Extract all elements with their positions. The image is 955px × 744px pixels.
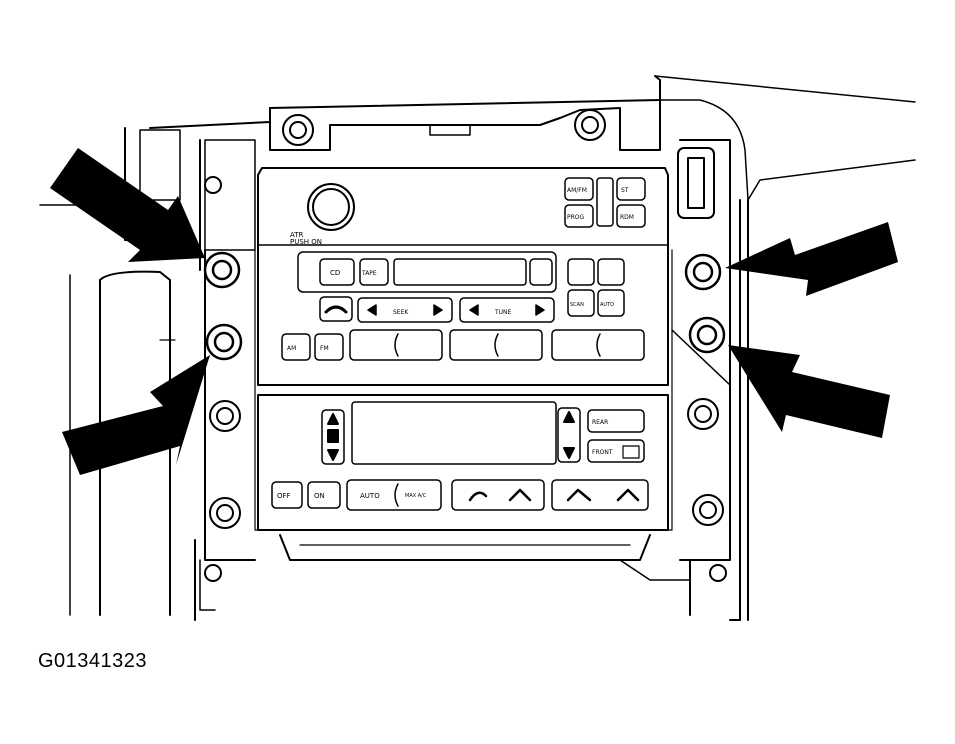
bracket-hole — [709, 564, 727, 582]
preset-row — [281, 329, 645, 361]
seek-label: SEEK — [393, 309, 409, 316]
screw-upper-right — [684, 253, 722, 291]
tune-label: TUNE — [494, 309, 512, 316]
knob-label-1: ATR — [290, 231, 304, 239]
arrow-upper-left — [50, 148, 205, 262]
mode-buttons — [564, 177, 646, 228]
mode-label-amfm: AM/FM — [567, 187, 587, 194]
figure-id-label: G01341323 — [38, 650, 148, 672]
screw-left-climate — [209, 400, 241, 432]
climate-control-unit — [257, 394, 669, 531]
scan-label: SCAN — [570, 302, 584, 308]
seek-tune-row — [319, 296, 555, 323]
arrow-lower-left — [62, 355, 210, 475]
climate-max-label: MAX A/C — [405, 493, 427, 499]
climate-rear-label: REAR — [592, 419, 608, 426]
dashboard-outline — [39, 75, 916, 621]
auto-label: AUTO — [600, 302, 614, 308]
bracket-bolt — [282, 114, 314, 146]
mode-label-st: ST — [621, 187, 629, 194]
screw-left-bottom — [209, 497, 241, 529]
climate-off-label: OFF — [277, 492, 291, 500]
screw-lower-left — [205, 323, 243, 361]
radio-display-row — [297, 251, 625, 317]
radio-labels: ATR PUSH ON AM/FM ST PROG RDM CD TAPE SE… — [277, 187, 634, 500]
screw-right-bottom — [692, 494, 724, 526]
climate-on-label: ON — [314, 492, 325, 500]
bracket-bolt — [574, 109, 606, 141]
mode-label-rdm: RDM — [620, 214, 634, 221]
mounting-bracket — [204, 99, 731, 561]
screw-lower-right — [688, 316, 726, 354]
climate-front-label: FRONT — [592, 449, 613, 456]
tape-label: TAPE — [361, 270, 377, 277]
cd-label: CD — [330, 269, 340, 277]
am-label: AM — [287, 345, 296, 352]
volume-knob — [307, 183, 355, 231]
screw-upper-left — [203, 251, 241, 289]
arrow-lower-right — [728, 345, 890, 438]
mode-label-prog: PROG — [567, 214, 585, 221]
fm-label: FM — [320, 345, 329, 352]
knob-label-2: PUSH ON — [290, 238, 322, 246]
bracket-hole — [204, 564, 222, 582]
bracket-hole — [204, 176, 222, 194]
arrows — [50, 148, 898, 475]
climate-auto-label: AUTO — [360, 492, 380, 500]
arrow-upper-right — [725, 222, 898, 296]
screw-right-climate — [687, 398, 719, 430]
